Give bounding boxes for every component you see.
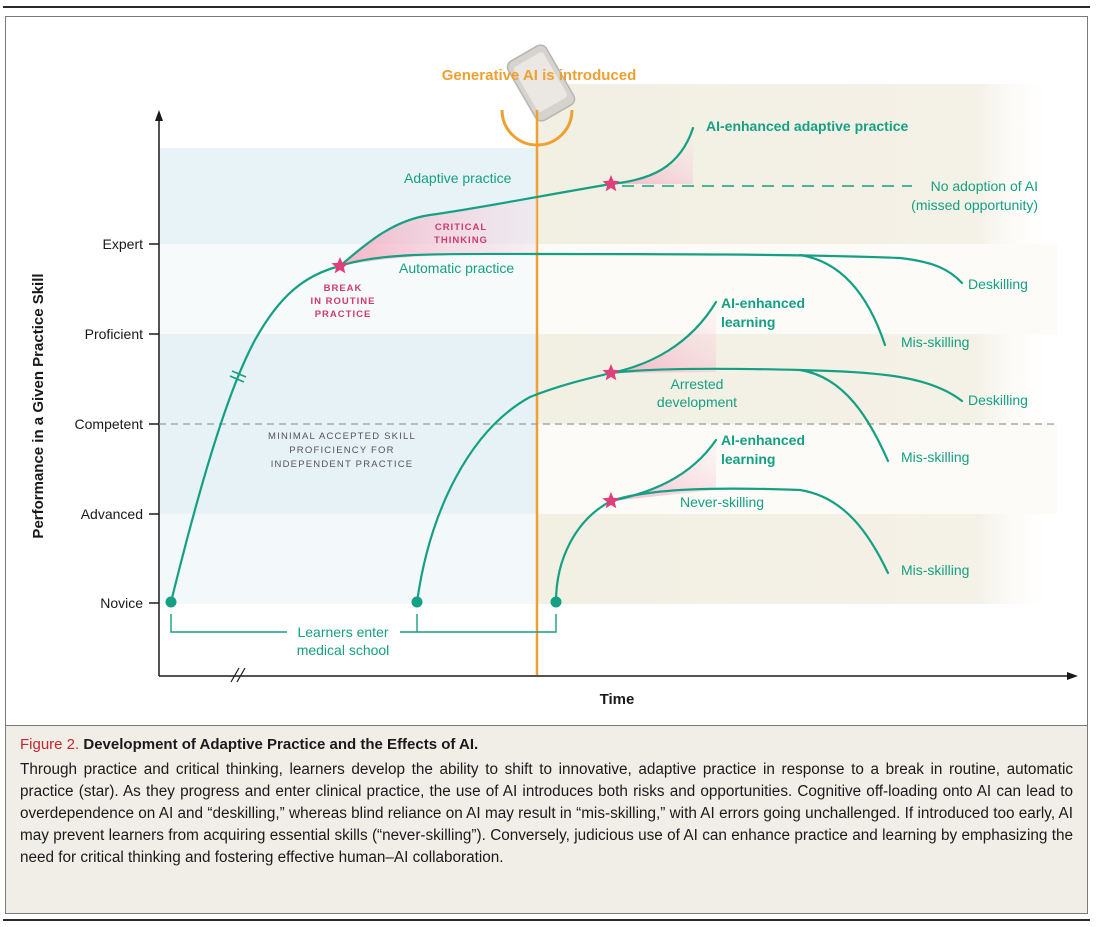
label-critical-2: THINKING	[434, 235, 488, 246]
label-ai-learning-2b: learning	[721, 451, 775, 467]
label-never-skilling: Never-skilling	[680, 494, 764, 510]
level-expert: Expert	[103, 236, 144, 252]
threshold-label-3: INDEPENDENT PRACTICE	[271, 459, 414, 470]
ai-enhanced-wedges	[611, 136, 716, 501]
label-ai-learning-2a: AI-enhanced	[721, 432, 805, 448]
y-axis-ticks	[149, 243, 159, 604]
label-arrested-2: development	[657, 394, 737, 410]
label-ai-learning-1a: AI-enhanced	[721, 295, 805, 311]
star-icon	[331, 257, 349, 274]
break-star-icons	[331, 175, 620, 509]
label-break-1: BREAK	[324, 283, 363, 294]
learner-start-dots	[165, 596, 562, 608]
top-rule	[3, 6, 1090, 8]
star-icon	[602, 175, 620, 192]
threshold-label-2: PROFICIENCY FOR	[289, 445, 394, 456]
caption-title-line: Figure 2. Development of Adaptive Practi…	[20, 736, 1073, 753]
level-novice: Novice	[100, 595, 143, 611]
label-arrested-1: Arrested	[671, 376, 724, 392]
learning-curves	[169, 126, 964, 604]
learners-enter-line1: Learners enter	[297, 624, 388, 640]
label-mis-skilling-1: Mis-skilling	[901, 334, 969, 350]
label-ai-enhanced-adaptive: AI-enhanced adaptive practice	[706, 118, 909, 134]
level-proficient: Proficient	[85, 326, 143, 342]
label-mis-skilling-3: Mis-skilling	[901, 562, 969, 578]
star-icon	[602, 492, 620, 509]
x-axis-title: Time	[600, 691, 635, 708]
label-mis-skilling-2: Mis-skilling	[901, 449, 969, 465]
learners-enter-line2: medical school	[297, 642, 390, 658]
label-no-adoption-1: No adoption of AI	[931, 178, 1038, 194]
critical-thinking-wedge	[340, 197, 537, 266]
bottom-rule	[3, 919, 1090, 921]
post-ai-bands	[537, 84, 1057, 604]
label-deskilling-1: Deskilling	[968, 276, 1028, 292]
level-advanced: Advanced	[81, 506, 143, 522]
label-no-adoption-2: (missed opportunity)	[911, 197, 1038, 213]
label-adaptive-practice: Adaptive practice	[404, 170, 512, 186]
label-break-2: IN ROUTINE	[311, 296, 376, 307]
figure-title: Development of Adaptive Practice and the…	[83, 736, 479, 753]
star-icon	[602, 364, 620, 381]
learners-enter-bracket	[170, 614, 557, 633]
y-axis-title: Performance in a Given Practice Skill	[30, 273, 47, 538]
label-critical-1: CRITICAL	[435, 222, 487, 233]
axes	[155, 110, 1078, 683]
caption-body: Through practice and critical thinking, …	[20, 761, 1073, 866]
ai-intro-label: Generative AI is introduced	[442, 67, 637, 84]
label-deskilling-2: Deskilling	[968, 392, 1028, 408]
figure-caption: Figure 2. Development of Adaptive Practi…	[6, 725, 1087, 913]
label-ai-learning-1b: learning	[721, 314, 775, 330]
label-automatic-practice: Automatic practice	[399, 260, 514, 276]
level-competent: Competent	[75, 416, 144, 432]
label-break-3: PRACTICE	[315, 309, 372, 320]
threshold-label-1: MINIMAL ACCEPTED SKILL	[268, 431, 416, 442]
figure-number: Figure 2.	[20, 736, 80, 753]
curve-break-marks	[229, 370, 247, 383]
